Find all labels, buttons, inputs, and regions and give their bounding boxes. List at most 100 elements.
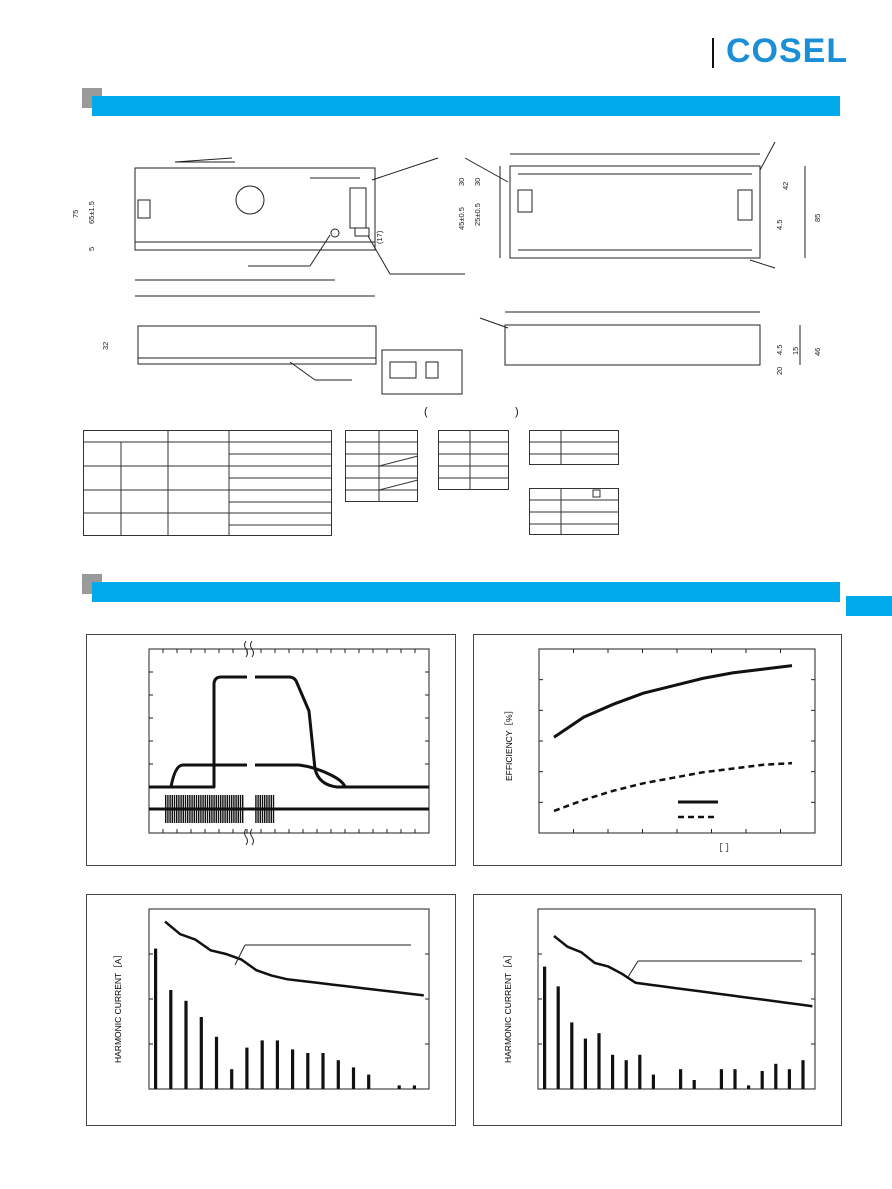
noise-spike: [209, 795, 211, 823]
harmonic-chart-2: HARMONIC CURRENT［A］: [503, 908, 816, 1090]
noise-spike: [259, 795, 261, 823]
chart-panel-efficiency: ［ ］ EFFICIENCY［%］: [473, 634, 842, 866]
noise-spike: [239, 795, 242, 823]
noise-spike: [224, 795, 226, 823]
noise-spike: [180, 795, 182, 823]
noise-spike: [270, 795, 272, 823]
dim-5: 5: [87, 247, 96, 251]
harmonic-bar: [336, 1060, 340, 1089]
harmonic-bar: [760, 1071, 764, 1089]
harmonic-bar: [638, 1054, 642, 1089]
efficiency-series-1: [553, 664, 793, 739]
noise-spike: [264, 795, 266, 823]
harmonic-bar: [597, 1033, 601, 1089]
harmonic-limit-line-2: [553, 935, 813, 1008]
harmonic-y-label-1: HARMONIC CURRENT［A］: [113, 950, 123, 1063]
noise-spike: [257, 795, 259, 823]
spec-table-1: [83, 430, 333, 541]
harmonic-bar: [245, 1047, 249, 1089]
harmonic-bar: [154, 948, 158, 1089]
dim-20: 20: [775, 367, 784, 375]
brand-name: COSEL: [726, 32, 849, 70]
waveform-chart: [148, 640, 430, 846]
harmonic-bar: [260, 1040, 264, 1089]
noise-spike: [261, 795, 264, 823]
spec-table-5: [529, 488, 621, 541]
bracket-right: ): [515, 406, 519, 418]
harmonic-bar: [611, 1054, 615, 1089]
harmonic-bar: [774, 1063, 778, 1089]
dim-30b: 30: [473, 178, 482, 186]
dim-25: 25±0.5: [473, 203, 482, 226]
brand-logo: COSEL: [712, 32, 847, 74]
chart-panel-harmonic-2: HARMONIC CURRENT［A］: [473, 894, 842, 1126]
noise-spike: [173, 795, 176, 823]
noise-spike: [272, 795, 275, 823]
noise-spike: [226, 795, 228, 823]
noise-spike: [222, 795, 224, 823]
noise-spike: [182, 795, 184, 823]
harmonic-bar: [351, 1067, 356, 1089]
harmonic-bar: [747, 1085, 751, 1089]
waveform-line-low: [149, 763, 347, 789]
dim-42: 42: [781, 182, 790, 190]
dim-32: 32: [101, 342, 110, 350]
noise-spike: [206, 795, 209, 823]
harmonic-bar: [719, 1069, 723, 1089]
harmonic-bar: [169, 990, 173, 1089]
dim-4-5-b: 4.5: [775, 345, 784, 355]
waveform-line-high: [149, 675, 429, 789]
noise-spike: [268, 795, 270, 823]
noise-spike: [193, 795, 195, 823]
harmonic-y-label-2: HARMONIC CURRENT［A］: [503, 950, 513, 1063]
harmonic-bar: [570, 1022, 574, 1089]
noise-spike: [202, 795, 204, 823]
harmonic-bar: [412, 1085, 416, 1089]
harmonic-bar: [651, 1074, 655, 1089]
harmonic-bar: [733, 1069, 737, 1089]
noise-spike: [237, 795, 239, 823]
noise-spike: [189, 795, 191, 823]
noise-spike: [242, 795, 244, 823]
dim-4-5: 4.5: [775, 220, 784, 230]
dim-30a: 30: [457, 178, 466, 186]
dim-15: 15: [791, 347, 800, 355]
noise-spike: [191, 795, 193, 823]
harmonic-bar: [679, 1069, 683, 1089]
logo-divider: [712, 38, 714, 68]
efficiency-x-unit: ［ ］: [714, 843, 735, 853]
noise-spike: [217, 795, 220, 823]
noise-spike: [255, 795, 257, 823]
dim-85: 85: [813, 214, 822, 222]
harmonic-bar: [801, 1060, 805, 1089]
noise-spike: [220, 795, 222, 823]
harmonic-chart-1: HARMONIC CURRENT［A］: [113, 908, 430, 1090]
harmonic-bar: [692, 1080, 696, 1089]
efficiency-series-2: [553, 761, 793, 813]
harmonic-bar: [556, 986, 560, 1089]
harmonic-bar: [583, 1038, 587, 1089]
noise-spike: [211, 795, 213, 823]
chart-panel-waveform: [86, 634, 456, 866]
noise-spike: [233, 795, 235, 823]
harmonic-bar: [214, 1036, 219, 1089]
noise-spike: [184, 795, 187, 823]
noise-spike: [231, 795, 233, 823]
dim-45: 45±0.5: [457, 207, 466, 230]
harmonic-bar: [199, 1017, 203, 1089]
harmonic-bar: [321, 1053, 325, 1089]
noise-spike: [200, 795, 202, 823]
harmonic-bar: [624, 1060, 628, 1089]
noise-spike: [169, 795, 171, 823]
harmonic-bar: [275, 1040, 279, 1089]
dim-65: 65±1.5: [87, 201, 96, 224]
harmonic-bar: [291, 1049, 295, 1089]
noise-spike: [165, 795, 167, 823]
efficiency-y-label: EFFICIENCY［%］: [504, 706, 514, 781]
harmonic-bar: [306, 1053, 310, 1089]
noise-spike: [178, 795, 180, 823]
noise-spike: [266, 795, 268, 823]
noise-spike: [235, 795, 237, 823]
noise-spike: [213, 795, 215, 823]
spec-table-4: [529, 430, 621, 471]
